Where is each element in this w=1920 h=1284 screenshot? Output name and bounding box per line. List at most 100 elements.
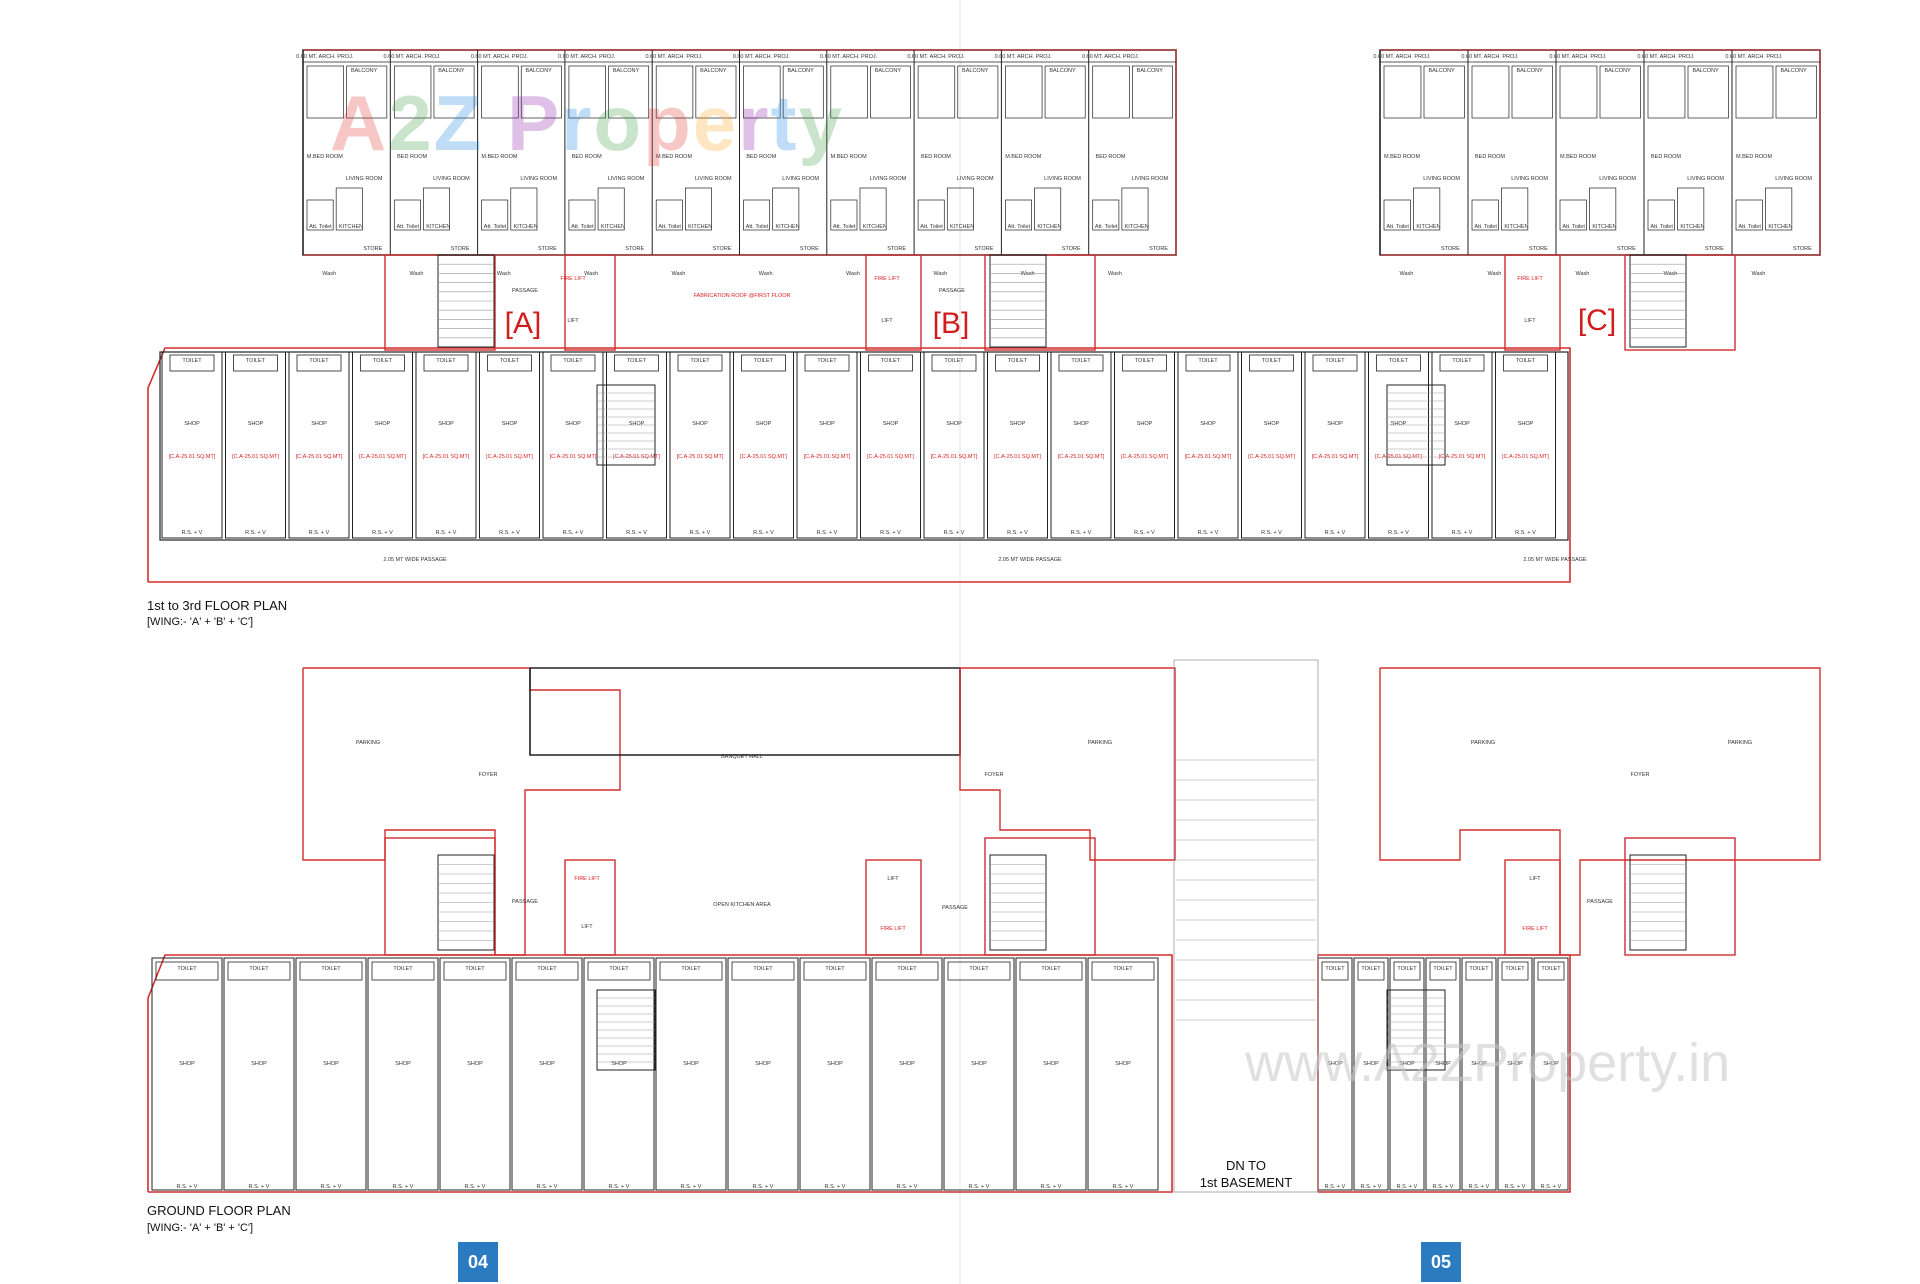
ground-toilet-label: TOILET <box>465 966 485 972</box>
ramp-area <box>1173 659 1319 1193</box>
upper-shop-label: SHOP <box>502 421 518 427</box>
foyer-label-c: FOYER <box>1631 772 1650 778</box>
upper-shop-label: SHOP <box>184 421 200 427</box>
arch-proj-label: 0.60 MT. ARCH. PROJ. <box>558 54 616 60</box>
toilet-label: Att. Toilet <box>1095 224 1118 230</box>
passage-label-a: PASSAGE <box>512 288 538 294</box>
bedroom-label: M.BED ROOM <box>1736 154 1772 160</box>
upper-shop-rs: R.S. + V <box>944 530 965 536</box>
logo-part-r2: r <box>738 79 771 167</box>
upper-shop-rs: R.S. + V <box>1325 530 1346 536</box>
toilet-wall <box>655 199 683 231</box>
upper-toilet-label: TOILET <box>246 358 266 364</box>
wash-label: Wash <box>759 271 773 277</box>
logo-part-r: r <box>561 79 594 167</box>
ground-shop-label: SHOP <box>1471 1061 1487 1067</box>
arch-proj-label: 0.60 MT. ARCH. PROJ. <box>645 54 703 60</box>
upper-shop-toilet <box>677 354 723 372</box>
ground-wing-c-outline <box>1379 667 1821 956</box>
kitchen-label: KITCHEN <box>339 224 363 230</box>
toilet-label: Att. Toilet <box>571 224 594 230</box>
bedroom-label: M.BED ROOM <box>481 154 517 160</box>
ground-shop-label: SHOP <box>1043 1061 1059 1067</box>
upper-shop-label: SHOP <box>248 421 264 427</box>
toilet-label: Att. Toilet <box>1738 224 1761 230</box>
upper-shop-label: SHOP <box>1391 421 1407 427</box>
upper-shop-cell <box>479 351 540 539</box>
upper-toilet-label: TOILET <box>309 358 329 364</box>
ground-shop-toilet <box>371 961 435 981</box>
upper-shop-label: SHOP <box>1327 421 1343 427</box>
upper-shop-label: SHOP <box>1454 421 1470 427</box>
store-label: STORE <box>800 246 819 252</box>
upper-shop-cell <box>1431 351 1493 539</box>
ground-shop-rs: R.S. + V <box>825 1184 846 1190</box>
store-label: STORE <box>625 246 644 252</box>
ground-shop-label: SHOP <box>323 1061 339 1067</box>
parking-label-d: PARKING <box>1728 740 1752 746</box>
upper-shop-label: SHOP <box>1264 421 1280 427</box>
core-c <box>1624 254 1736 351</box>
wash-label: Wash <box>322 271 336 277</box>
ground-fire-lift-c: FIRE LIFT <box>1522 926 1548 932</box>
balcony-label: BALCONY <box>1137 68 1164 74</box>
ground-shop-toilet <box>1501 961 1529 981</box>
upper-toilet-label: TOILET <box>436 358 456 364</box>
kitchen-label: KITCHEN <box>1125 224 1149 230</box>
upper-shop-label: SHOP <box>1010 421 1026 427</box>
living-label: LIVING ROOM <box>1511 176 1548 182</box>
ground-shop-label: SHOP <box>1363 1061 1379 1067</box>
ground-shop-rs: R.S. + V <box>393 1184 414 1190</box>
parking-label-c: PARKING <box>1471 740 1495 746</box>
bedroom-label: BED ROOM <box>397 154 427 160</box>
upper-toilet-label: TOILET <box>754 358 774 364</box>
wing-label-a: [A] <box>505 307 542 340</box>
toilet-label: Att. Toilet <box>396 224 419 230</box>
toilet-label: Att. Toilet <box>484 224 507 230</box>
upper-shop-toilet <box>1376 354 1421 372</box>
upper-shop-rs: R.S. + V <box>182 530 203 536</box>
living-wall <box>346 65 388 119</box>
balcony-label: BALCONY <box>1692 68 1719 74</box>
wide-passage-label-1: 2.05 MT WIDE PASSAGE <box>383 557 447 563</box>
ground-shop-rs: R.S. + V <box>1433 1184 1454 1190</box>
ground-shop-rs: R.S. + V <box>609 1184 630 1190</box>
balcony-label: BALCONY <box>526 68 553 74</box>
kitchen-wall <box>423 187 451 231</box>
living-wall <box>1511 65 1553 119</box>
logo-part-p2: p <box>643 79 693 167</box>
toilet-wall <box>306 199 334 231</box>
upper-shop-area: [C.A-25.01 SQ.MT] <box>804 454 851 460</box>
upper-shop-toilet <box>1503 354 1548 372</box>
ground-shop-label: SHOP <box>179 1061 195 1067</box>
balcony-label: BALCONY <box>700 68 727 74</box>
living-label: LIVING ROOM <box>1599 176 1636 182</box>
kitchen-wall <box>1413 187 1441 231</box>
ground-shop-toilet <box>1465 961 1493 981</box>
ground-lift-core-c <box>1504 859 1561 956</box>
store-label: STORE <box>1441 246 1460 252</box>
ground-shop-label: SHOP <box>1435 1061 1451 1067</box>
bedroom-wall <box>1559 65 1598 119</box>
ground-shop-label: SHOP <box>971 1061 987 1067</box>
toilet-label: Att. Toilet <box>1008 224 1031 230</box>
kitchen-label: KITCHEN <box>1037 224 1061 230</box>
upper-shop-cell <box>1368 351 1429 539</box>
kitchen-label: KITCHEN <box>601 224 625 230</box>
wash-label: Wash <box>1399 271 1413 277</box>
bedroom-label: M.BED ROOM <box>656 154 692 160</box>
toilet-label: Att. Toilet <box>1562 224 1585 230</box>
ground-shop-cell <box>1087 957 1159 1191</box>
ground-shop-cell <box>295 957 367 1191</box>
ground-core-c <box>1624 837 1736 956</box>
wash-label: Wash <box>1108 271 1122 277</box>
upper-shop-rs: R.S. + V <box>372 530 393 536</box>
upper-shop-area: [C.A-25.01 SQ.MT] <box>1058 454 1105 460</box>
ground-lift-b: LIFT <box>887 876 899 882</box>
ground-shop-toilet <box>1091 961 1155 981</box>
ground-shop-cell <box>1497 957 1533 1191</box>
upper-shop-cell <box>352 351 413 539</box>
wing-label-c: [C] <box>1578 304 1616 337</box>
upper-shop-toilet <box>296 354 342 372</box>
upper-shop-area: [C.A-25.01 SQ.MT] <box>1248 454 1295 460</box>
